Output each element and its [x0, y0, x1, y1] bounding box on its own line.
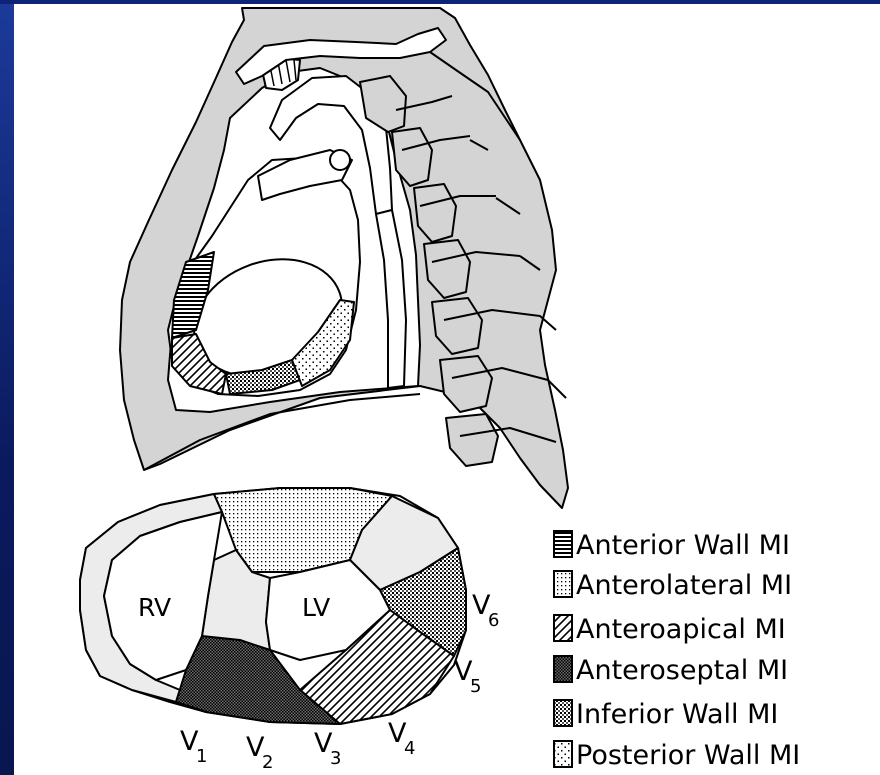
lead-v1-sub: 1 — [196, 746, 207, 767]
legend-label-anteroapical: Anteroapical MI — [576, 614, 786, 645]
legend-label-inferior-wall: Inferior Wall MI — [576, 699, 778, 730]
rv-label: RV — [138, 593, 171, 622]
vessel-ring — [330, 150, 350, 170]
legend-label-anterior-wall: Anterior Wall MI — [576, 530, 790, 561]
legend-swatch-inferior-wall — [554, 700, 572, 726]
lead-v6-sub: 6 — [488, 610, 499, 631]
lead-v2-sub: 2 — [262, 752, 273, 773]
thorax-lateral-view — [120, 8, 568, 508]
legend-swatch-anterior-wall — [554, 531, 572, 557]
legend-swatch-anterolateral — [554, 571, 572, 597]
legend-swatch-posterior-wall — [554, 741, 572, 767]
legend-label-anterolateral: Anterolateral MI — [576, 570, 792, 601]
legend-label-anteroseptal: Anteroseptal MI — [576, 655, 788, 686]
legend — [554, 531, 572, 767]
lv-label: LV — [302, 593, 330, 622]
lead-v4-sub: 4 — [404, 738, 415, 759]
legend-swatch-anteroapical — [554, 615, 572, 641]
lead-v3-sub: 3 — [330, 748, 341, 769]
legend-swatch-anteroseptal — [554, 656, 572, 682]
legend-label-posterior-wall: Posterior Wall MI — [576, 740, 800, 771]
lead-v5-sub: 5 — [470, 676, 481, 697]
